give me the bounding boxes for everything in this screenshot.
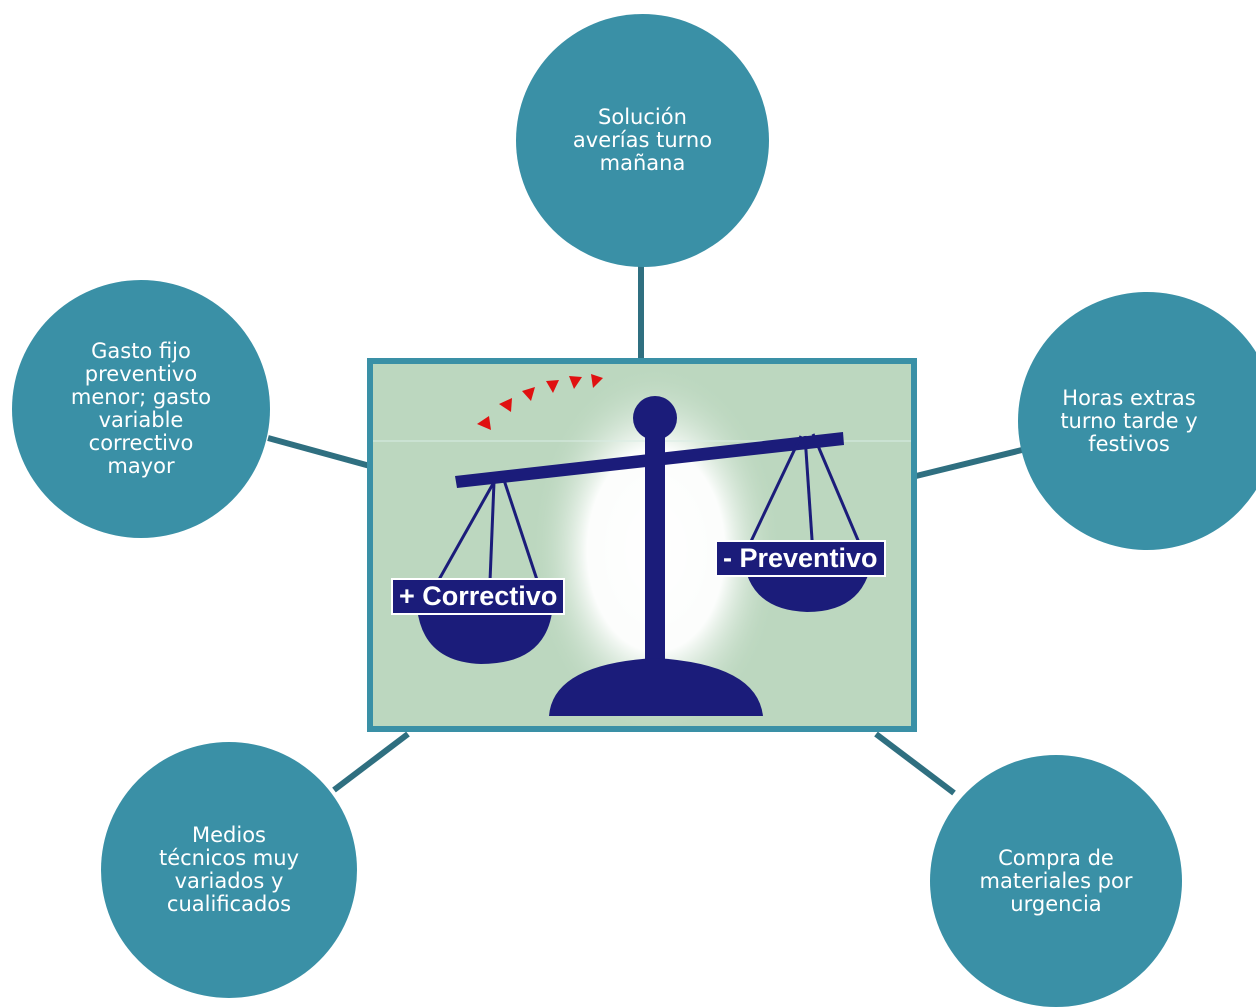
connector-left bbox=[267, 435, 371, 469]
connector-bottom-right bbox=[874, 731, 956, 796]
base bbox=[549, 658, 763, 716]
post bbox=[645, 426, 665, 678]
node-right-text: Horas extras turno tarde y festivos bbox=[1060, 385, 1198, 456]
correctivo-label: + Correctivo bbox=[391, 578, 566, 615]
preventivo-label: - Preventivo bbox=[715, 540, 886, 577]
left-pan bbox=[417, 604, 553, 664]
node-bottom-right-text: Compra de materiales por urgencia bbox=[979, 845, 1133, 916]
connector-bottom-left bbox=[332, 731, 410, 793]
right-pan-strings bbox=[743, 433, 865, 555]
node-left: Gasto fijo preventivo menor; gasto varia… bbox=[12, 280, 270, 538]
balance-scale-illustration: + Correctivo - Preventivo bbox=[367, 358, 917, 732]
node-bottom-left-text: Medios técnicos muy variados y cualifica… bbox=[158, 823, 300, 916]
node-top: Solución averías turno mañana bbox=[516, 14, 769, 267]
tilt-arrows bbox=[477, 374, 603, 430]
node-right: Horas extras turno tarde y festivos bbox=[1018, 292, 1256, 550]
node-left-text: Gasto fijo preventivo menor; gasto varia… bbox=[70, 339, 212, 478]
node-top-text: Solución averías turno mañana bbox=[572, 105, 713, 175]
node-bottom-right: Compra de materiales por urgencia bbox=[930, 755, 1182, 1007]
node-bottom-left: Medios técnicos muy variados y cualifica… bbox=[101, 742, 357, 998]
pivot-knob bbox=[633, 396, 677, 440]
connector-right bbox=[915, 447, 1023, 479]
